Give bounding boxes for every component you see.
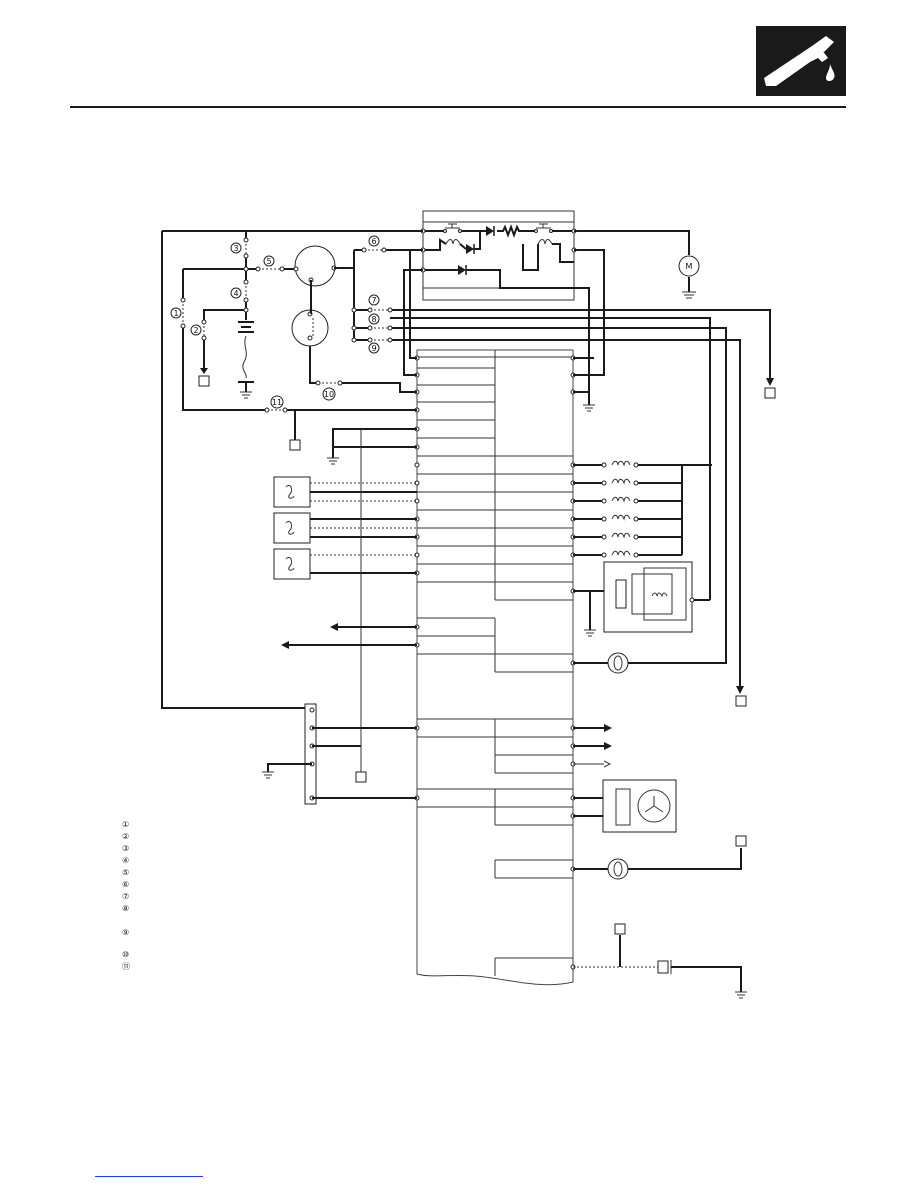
sensor-signal-wiring	[310, 429, 417, 783]
main-relay-box	[420, 210, 577, 301]
svg-text:9: 9	[371, 344, 376, 353]
callout-8: 8	[368, 313, 380, 325]
immobilizer-coil	[573, 923, 747, 999]
legend: ① ② ③ ④ ⑤ ⑥ ⑦ ⑧ ⑨ ⑩ ⑪	[122, 820, 130, 971]
callout-7: 7	[368, 294, 380, 306]
svg-text:10: 10	[324, 390, 334, 399]
callout-5: 5	[263, 255, 275, 267]
svg-text:11: 11	[272, 398, 282, 407]
injector-2	[611, 478, 631, 485]
indicator-lamp	[573, 835, 747, 880]
callout-9: 9	[368, 342, 380, 354]
legend-item: ⑨	[122, 928, 129, 937]
callout-6: 6	[368, 235, 380, 247]
sensor-cam	[273, 476, 311, 508]
svg-text:1: 1	[173, 309, 178, 318]
svg-text:4: 4	[233, 289, 238, 298]
motor-symbol: M	[686, 262, 693, 271]
ignition-switch	[291, 245, 776, 707]
callout-3: 3	[230, 242, 242, 254]
injector-5	[611, 532, 631, 539]
power-feed	[161, 230, 423, 709]
fuel-pump-motor: M	[574, 230, 700, 299]
engine-control-module	[414, 349, 576, 986]
svg-text:6: 6	[371, 237, 376, 246]
ecm-left-outputs	[281, 623, 417, 649]
fuel-nozzle-icon	[764, 36, 835, 86]
ecm-ground-left	[327, 428, 417, 465]
injector-4	[611, 514, 631, 521]
legend-item: ②	[122, 832, 129, 841]
callout-2: 2	[190, 324, 202, 336]
injector-3	[611, 496, 631, 503]
alternator	[573, 779, 677, 833]
svg-text:2: 2	[193, 326, 198, 335]
connector-7	[764, 387, 776, 399]
relay-to-ecm-wiring	[403, 249, 605, 405]
callout-1: 1	[170, 307, 182, 319]
callout-10: 10	[322, 387, 336, 401]
idle-air-control-valve	[573, 561, 710, 637]
legend-item: ⑧	[122, 904, 129, 913]
legend-item: ⑪	[122, 962, 130, 971]
svg-text:3: 3	[233, 244, 238, 253]
ecm-right-outputs	[573, 724, 612, 768]
legend-item: ⑦	[122, 892, 129, 901]
callout-4: 4	[230, 287, 242, 299]
legend-item: ⑥	[122, 880, 129, 889]
connector-immobilizer	[614, 923, 626, 935]
data-link-connector	[262, 703, 417, 805]
sensor-knock	[273, 548, 311, 580]
legend-item: ④	[122, 856, 129, 865]
connector-11	[289, 439, 301, 451]
legend-item: ③	[122, 844, 129, 853]
callouts: 1 2 3 4 5 6 7 8 9 10 11	[170, 235, 380, 409]
legend-item: ⑤	[122, 868, 129, 877]
svg-text:8: 8	[371, 315, 376, 324]
connector-9	[735, 695, 747, 707]
legend-item: ⑩	[122, 950, 129, 959]
check-engine-lamp	[573, 652, 629, 674]
legend-item: ①	[122, 820, 129, 829]
callout-11: 11	[270, 395, 284, 409]
svg-text:7: 7	[371, 296, 376, 305]
footer-link[interactable]	[95, 1176, 203, 1177]
connector-2	[198, 375, 210, 387]
connector-shield	[355, 771, 367, 783]
injector-6	[611, 550, 631, 557]
injector-bank	[573, 460, 712, 558]
svg-text:5: 5	[266, 257, 271, 266]
injector-1	[611, 460, 631, 467]
sensor-crank	[273, 512, 311, 544]
connector-indicator	[735, 835, 747, 847]
